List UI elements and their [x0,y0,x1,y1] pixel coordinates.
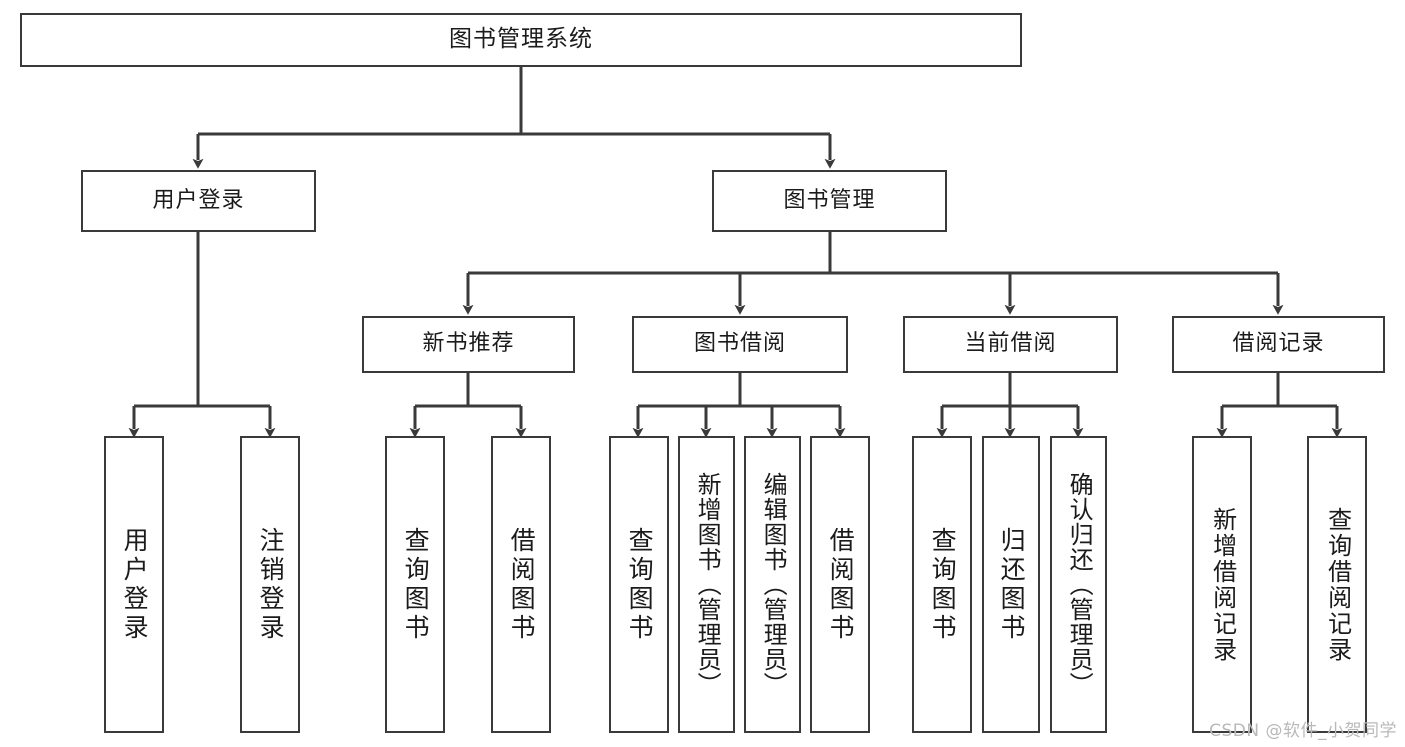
node-leaf-query-book-1-label: 查询图书 [401,526,431,643]
node-leaf-query-book-1[interactable]: 查询图书 [385,436,445,733]
node-leaf-borrow-book-1-label: 借阅图书 [507,526,537,643]
node-leaf-query-book-2[interactable]: 查询图书 [609,436,669,733]
node-leaf-return-book-label: 归还图书 [997,526,1027,643]
node-new-book-recommend[interactable]: 新书推荐 [362,316,575,373]
node-leaf-add-book[interactable]: 新增图书（管理员） [678,436,735,733]
node-leaf-user-login-label: 用户登录 [120,526,150,643]
node-leaf-add-book-label: 新增图书（管理员） [693,472,722,697]
node-book-manage[interactable]: 图书管理 [712,170,947,232]
node-leaf-query-book-3-label: 查询图书 [928,526,958,643]
node-leaf-query-record[interactable]: 查询借阅记录 [1307,436,1367,733]
node-leaf-add-record[interactable]: 新增借阅记录 [1192,436,1252,733]
node-leaf-add-record-label: 新增借阅记录 [1208,506,1237,663]
node-book-borrow-label: 图书借阅 [693,331,786,357]
node-root[interactable]: 图书管理系统 [20,13,1022,67]
node-leaf-confirm-return[interactable]: 确认归还（管理员） [1050,436,1107,733]
node-leaf-borrow-book-1[interactable]: 借阅图书 [491,436,551,733]
node-root-label: 图书管理系统 [449,26,593,53]
node-user-login-label: 用户登录 [152,187,245,213]
node-leaf-query-book-2-label: 查询图书 [625,526,655,643]
node-new-book-recommend-label: 新书推荐 [422,331,515,357]
node-leaf-borrow-book-2-label: 借阅图书 [826,526,856,643]
node-leaf-confirm-return-label: 确认归还（管理员） [1065,472,1094,697]
node-book-manage-label: 图书管理 [783,187,876,213]
node-leaf-logout[interactable]: 注销登录 [240,436,300,733]
node-leaf-borrow-book-2[interactable]: 借阅图书 [810,436,870,733]
node-current-borrow-label: 当前借阅 [964,331,1057,357]
watermark: CSDN @软件_小贺同学 [1209,721,1397,741]
node-leaf-edit-book[interactable]: 编辑图书（管理员） [744,436,801,733]
node-leaf-user-login[interactable]: 用户登录 [104,436,164,733]
node-book-borrow[interactable]: 图书借阅 [632,316,848,373]
node-leaf-edit-book-label: 编辑图书（管理员） [759,472,788,697]
node-user-login[interactable]: 用户登录 [81,170,316,232]
node-current-borrow[interactable]: 当前借阅 [903,316,1118,373]
node-leaf-query-book-3[interactable]: 查询图书 [912,436,972,733]
node-leaf-return-book[interactable]: 归还图书 [982,436,1040,733]
node-borrow-record[interactable]: 借阅记录 [1172,316,1385,373]
node-leaf-query-record-label: 查询借阅记录 [1323,506,1352,663]
node-borrow-record-label: 借阅记录 [1232,331,1325,357]
node-leaf-logout-label: 注销登录 [256,526,286,643]
